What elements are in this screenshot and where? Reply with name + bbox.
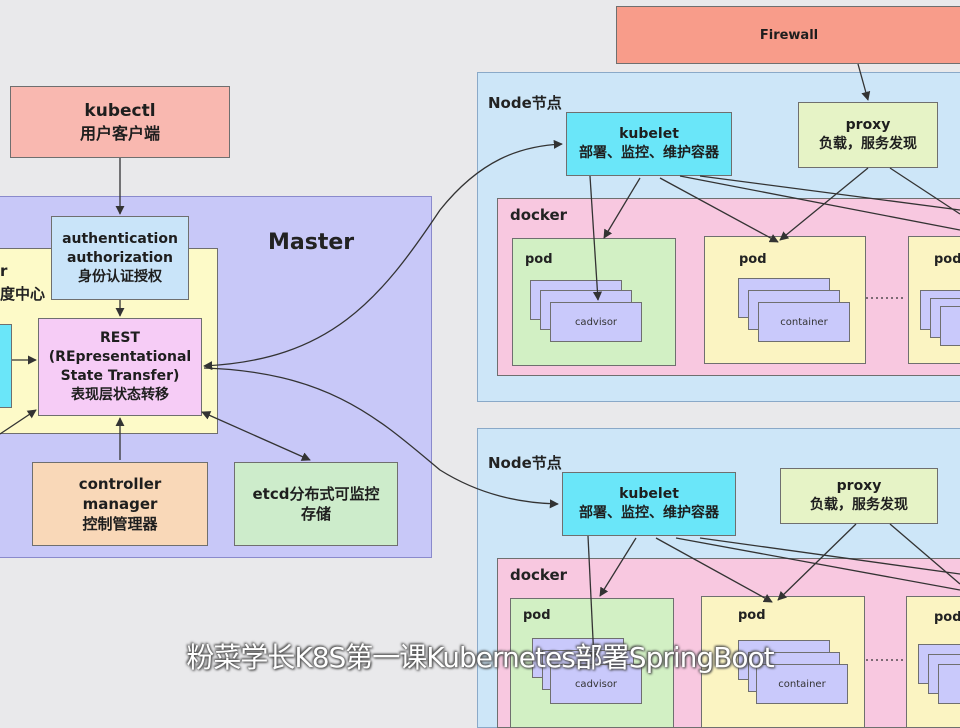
node-2-proxy-box: proxy 负载，服务发现: [780, 468, 938, 524]
node-1-proxy-subtitle: 负载，服务发现: [819, 136, 917, 152]
controller-line-2: manager: [82, 495, 158, 513]
video-caption: 粉菜学长K8S第一课Kubernetes部署SpringBoot: [186, 641, 774, 674]
node-1-kubelet-title: kubelet: [619, 126, 679, 142]
rest-line-3: State Transfer): [60, 368, 180, 384]
rest-line-1: REST: [100, 330, 140, 346]
scheduler-fragment-2: 度中心: [0, 285, 46, 303]
node-1-pod-1-label: pod: [525, 252, 553, 267]
etcd-line-2: 存储: [300, 505, 331, 523]
rest-line-4: 表现层状态转移: [71, 387, 169, 403]
scheduler-inner-box: [0, 324, 12, 408]
node-1-container-box: container: [758, 302, 850, 342]
controller-manager-box: controller manager 控制管理器: [32, 462, 208, 546]
node-1-pod-3-stack-front: [940, 306, 960, 346]
node-2-pod-2-label: pod: [738, 608, 766, 623]
node-2-pod-3-stack-front: [938, 664, 960, 704]
kubectl-box: kubectl 用户客户端: [10, 86, 230, 158]
auth-line-2: authorization: [66, 249, 174, 266]
etcd-line-1: etcd分布式可监控: [252, 485, 380, 503]
node-1-label: Node节点: [488, 94, 562, 112]
scheduler-fragment-1: r: [0, 262, 8, 280]
master-label: Master: [268, 230, 355, 255]
etcd-box: etcd分布式可监控 存储: [234, 462, 398, 546]
rest-line-2: (REpresentational: [48, 349, 192, 365]
kubectl-title: kubectl: [84, 100, 156, 121]
auth-line-1: authentication: [62, 230, 178, 247]
node-2-cadvisor-container: cadvisor: [550, 664, 642, 704]
node-2-docker-label: docker: [510, 566, 568, 584]
node-1-pod-3-label: pod: [934, 252, 960, 267]
node-1-proxy-title: proxy: [845, 117, 891, 133]
node-2-label: Node节点: [488, 454, 562, 472]
firewall-label: Firewall: [759, 27, 819, 43]
rest-box: REST (REpresentational State Transfer) 表…: [38, 318, 202, 416]
node-1-pod-2-label: pod: [739, 252, 767, 267]
kubectl-subtitle: 用户客户端: [79, 123, 160, 143]
auth-line-3: 身份认证授权: [78, 268, 162, 285]
auth-box: authentication authorization 身份认证授权: [51, 216, 189, 300]
node-2-pod-1-label: pod: [523, 608, 551, 623]
node-2-kubelet-box: kubelet 部署、监控、维护容器: [562, 472, 736, 536]
node-1-docker-label: docker: [510, 206, 568, 224]
node-1-proxy-box: proxy 负载，服务发现: [798, 102, 938, 168]
node-2-container-box: container: [756, 664, 848, 704]
node-1-cadvisor-container: cadvisor: [550, 302, 642, 342]
node-2-pod-3-label: pod: [934, 610, 960, 625]
controller-line-3: 控制管理器: [82, 515, 158, 533]
node-1-kubelet-box: kubelet 部署、监控、维护容器: [566, 112, 732, 176]
firewall-box: Firewall: [616, 6, 960, 64]
node-1-kubelet-subtitle: 部署、监控、维护容器: [579, 145, 719, 161]
node-2-proxy-title: proxy: [836, 478, 882, 494]
controller-line-1: controller: [78, 475, 162, 493]
node-2-proxy-subtitle: 负载，服务发现: [810, 497, 908, 513]
node-2-kubelet-subtitle: 部署、监控、维护容器: [579, 505, 719, 521]
node-2-kubelet-title: kubelet: [619, 486, 679, 502]
